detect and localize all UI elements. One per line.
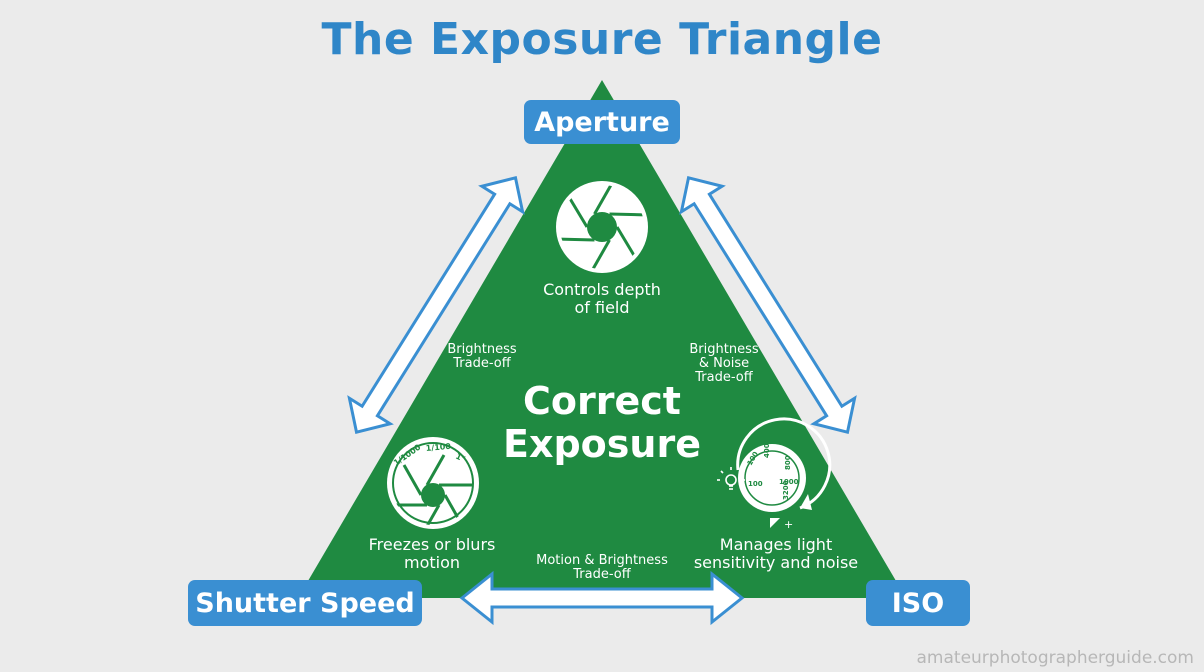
shutter-dial-icon [387,437,479,529]
tradeoff-line: Motion & Brightness [536,553,668,568]
tradeoff-aperture-shutter: Brightness Trade-off [420,343,544,371]
correct-exposure-label: Correct Exposure [452,380,752,466]
arrow-aperture-iso [679,175,857,435]
arrow-shutter-iso [459,570,745,626]
tradeoff-line: Brightness [447,342,517,357]
tradeoff-line: Trade-off [573,567,631,582]
aperture-description-line: Controls depth [543,280,661,299]
tradeoff-line: Trade-off [453,356,511,371]
shutter-description-line: Freezes or blurs [368,535,496,554]
diagram-title: The Exposure Triangle [321,14,883,65]
lightbulb-icon [717,467,745,490]
iso-dial-icon [736,417,832,512]
tradeoff-aperture-iso: Brightness & Noise Trade-off [662,343,786,385]
iso-dial-label: 1000 [779,478,799,486]
shutter-description-line: motion [403,553,461,572]
iso-dial-label: 100 [748,480,763,488]
watermark: amateurphotographerguide.com [916,648,1194,668]
iso-dial-label: 400 [763,443,771,458]
shutter-dial-label: 1" [454,452,467,464]
exposure-compensation-icon: + [770,518,793,531]
iso-dial-label: 3200 [782,480,790,500]
iso-description: Manages light sensitivity and noise [666,536,886,572]
tradeoff-line: Brightness [689,342,759,357]
arrow-aperture-shutter [347,175,525,435]
shutter-dial-label: 1/100 [425,442,451,453]
aperture-node: Aperture [524,100,680,144]
center-line: Exposure [503,422,701,466]
shutter-description: Freezes or blurs motion [332,536,532,572]
center-line: Correct [523,379,681,423]
triangle-shape [298,80,906,598]
svg-text:+: + [784,518,793,531]
iso-node: ISO [866,580,970,626]
aperture-description-line: of field [574,298,630,317]
iso-description-line: Manages light [719,535,833,554]
iso-description-line: sensitivity and noise [693,553,859,572]
aperture-icon [556,181,648,273]
tradeoff-line: & Noise [698,356,750,371]
shutter-speed-node: Shutter Speed [188,580,422,626]
tradeoff-shutter-iso: Motion & Brightness Trade-off [512,554,692,582]
iso-dial-label: 800 [784,455,792,470]
tradeoff-line: Trade-off [695,370,753,385]
aperture-description: Controls depth of field [502,281,702,317]
